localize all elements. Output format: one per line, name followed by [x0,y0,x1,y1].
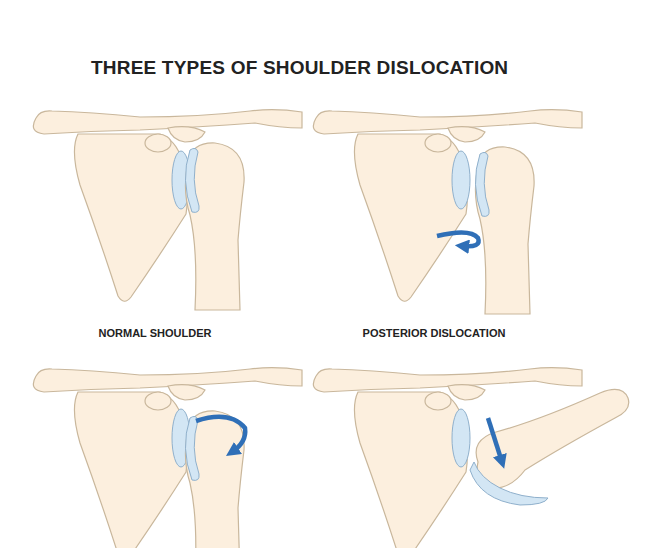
panel-label: NORMAL SHOULDER [99,327,212,339]
panel-label: POSTERIOR DISLOCATION [363,327,506,339]
diagram-title: THREE TYPES OF SHOULDER DISLOCATION [91,57,508,79]
